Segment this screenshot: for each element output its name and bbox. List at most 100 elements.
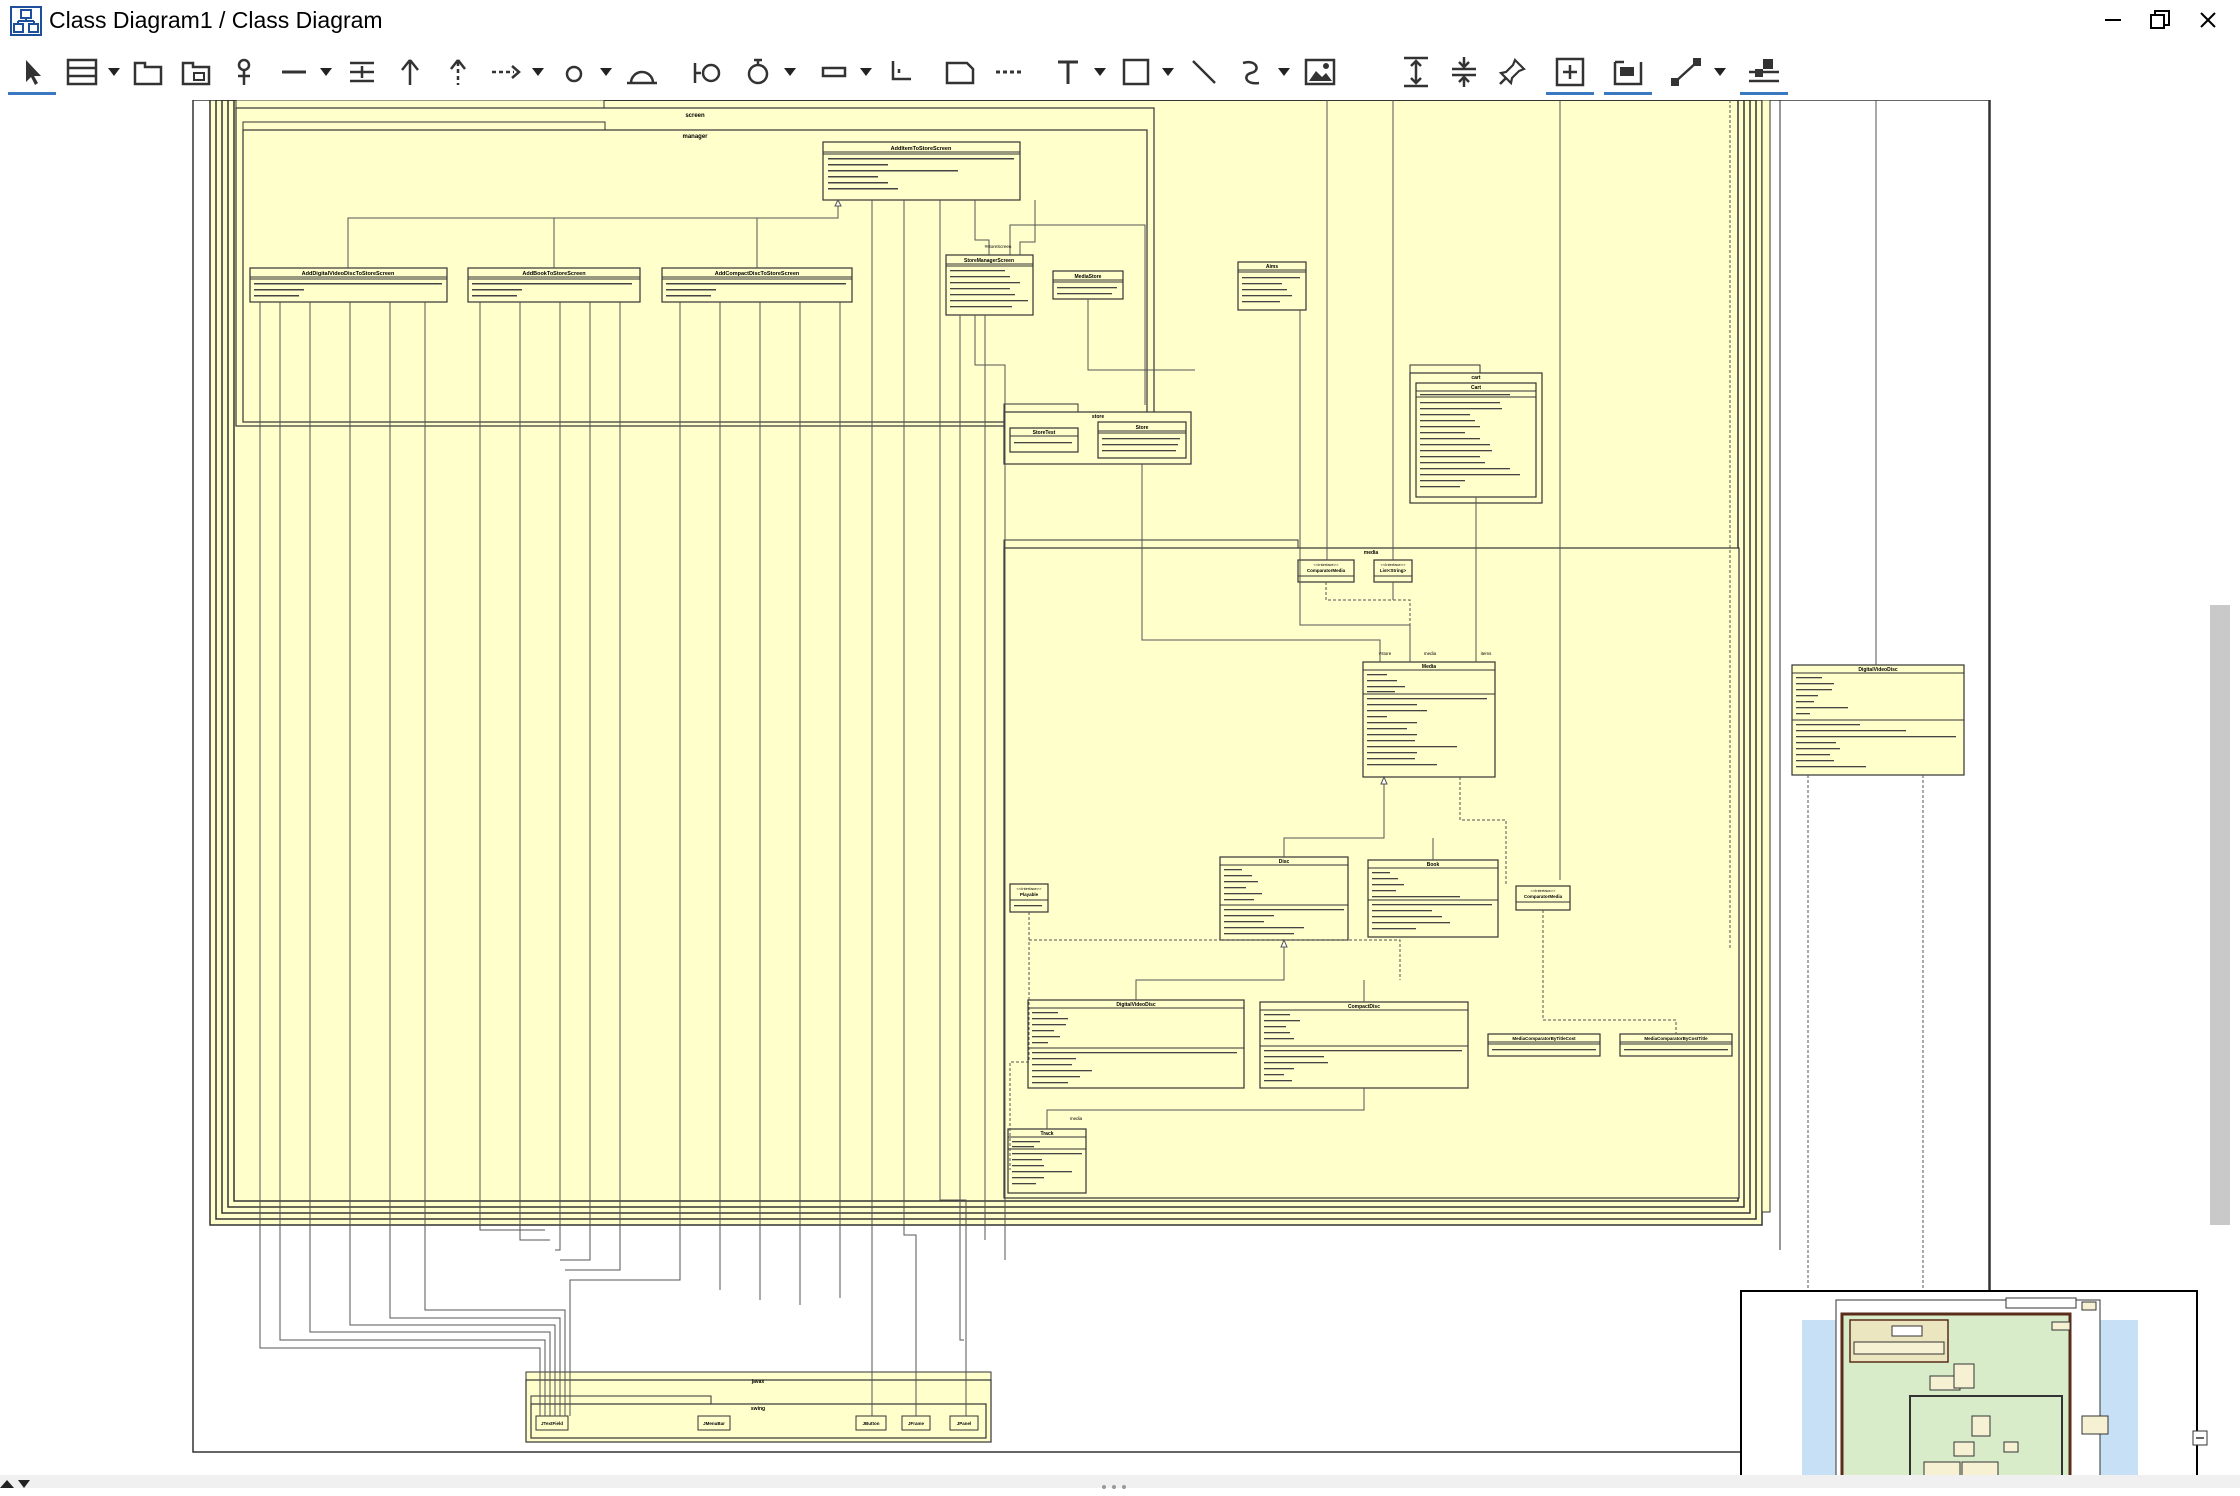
- lifeline-icon: [747, 58, 769, 85]
- class-add-cd-to-store-screen[interactable]: AddCompactDiscToStoreScreen: [661, 267, 853, 303]
- resize-grip[interactable]: [1100, 1478, 1130, 1496]
- class-store-manager-screen[interactable]: StoreManagerScreen #storeScreen: [945, 244, 1034, 316]
- class-tool-button[interactable]: [62, 50, 102, 94]
- lifeline-tool-button[interactable]: [740, 50, 776, 94]
- class-name: Playable: [1020, 892, 1039, 897]
- class-jbutton[interactable]: [855, 1415, 887, 1431]
- class-add-item-to-store-screen[interactable]: AddItemToStoreScreen: [822, 141, 1021, 201]
- subsystem-tool-button[interactable]: [176, 50, 216, 94]
- class-name: AddDigitalVideoDiscToStoreScreen: [302, 271, 395, 277]
- chevron-down-icon: [1278, 68, 1290, 76]
- required-interface-tool-button[interactable]: [622, 50, 662, 94]
- collapse-vertical-button[interactable]: [1446, 50, 1482, 94]
- class-add-dvd-to-store-screen[interactable]: AddDigitalVideoDiscToStoreScreen: [249, 267, 448, 303]
- text-tool-dropdown[interactable]: [1090, 50, 1110, 94]
- connector-style-dropdown[interactable]: [1710, 50, 1730, 94]
- interface-list-string[interactable]: <<Interface>> List<String>: [1373, 559, 1413, 583]
- provided-interface-tool-button[interactable]: [688, 50, 728, 94]
- package-screen-label: screen: [685, 113, 705, 119]
- class-store-test-box[interactable]: [1009, 427, 1079, 453]
- class-compact-disc[interactable]: CompactDisc: [1259, 1001, 1469, 1089]
- diagram-canvas[interactable]: screen manager AddItemToStoreScreen AddD…: [0, 100, 2240, 1475]
- interface-playable[interactable]: <<Interface>> Playable: [1009, 883, 1049, 913]
- class-name: DigitalVideoDisc: [1858, 667, 1898, 673]
- class-jmenubar[interactable]: [697, 1415, 731, 1431]
- connector-style-button[interactable]: [1666, 50, 1706, 94]
- separator-line-tool-button[interactable]: [990, 50, 1030, 94]
- close-button[interactable]: [2188, 4, 2228, 36]
- lifeline-tool-dropdown[interactable]: [780, 50, 800, 94]
- package-store[interactable]: store StoreTest Store: [1003, 403, 1192, 465]
- line-tool-button[interactable]: [1186, 50, 1222, 94]
- class-media-comparator-by-title-cost[interactable]: MediaComparatorByTitleCost: [1487, 1033, 1601, 1057]
- class-diagram[interactable]: screen manager AddItemToStoreScreen AddD…: [0, 100, 2240, 1475]
- image-tool-button[interactable]: [1300, 50, 1340, 94]
- window-title: Class Diagram1 / Class Diagram: [49, 7, 383, 33]
- class-track[interactable]: Track media: [1007, 1116, 1087, 1194]
- vertical-scrollbar[interactable]: [2210, 605, 2230, 1225]
- class-media-comparator-by-cost-title[interactable]: MediaComparatorByCostTitle: [1619, 1033, 1733, 1057]
- role-label: #store: [1379, 651, 1392, 656]
- interface-comparator-media[interactable]: <<Interface>> ComparatorMedia: [1297, 559, 1355, 583]
- dependency-tool-dropdown[interactable]: [528, 50, 548, 94]
- generalization-icon: [401, 59, 419, 85]
- realization-tool-button[interactable]: [440, 50, 476, 94]
- dependency-tool-button[interactable]: [488, 50, 524, 94]
- package-cart[interactable]: cart Cart: [1409, 364, 1543, 504]
- restore-button[interactable]: [2140, 4, 2180, 36]
- class-media-store[interactable]: MediaStore: [1052, 270, 1124, 300]
- package-cart-label: cart: [1471, 375, 1481, 381]
- aggregation-icon: [350, 61, 374, 83]
- aggregation-tool-button[interactable]: [344, 50, 380, 94]
- class-jpanel[interactable]: [949, 1415, 979, 1431]
- chevron-down-icon: [600, 68, 612, 76]
- class-disc[interactable]: Disc: [1219, 856, 1349, 941]
- anchor-tool-button[interactable]: [884, 50, 920, 94]
- role-label: media: [1070, 1116, 1083, 1121]
- freehand-tool-dropdown[interactable]: [1274, 50, 1294, 94]
- pin-tool-button[interactable]: [226, 50, 262, 94]
- class-add-book-to-store-screen[interactable]: AddBookToStoreScreen: [467, 267, 641, 303]
- class-name: JFrame: [908, 1421, 925, 1426]
- interface-tool-button[interactable]: [556, 50, 592, 94]
- port-tool-button[interactable]: [816, 50, 852, 94]
- class-digital-video-disc[interactable]: DigitalVideoDisc: [1027, 999, 1245, 1089]
- collapse-panel-button[interactable]: [0, 1476, 44, 1494]
- class-store-box[interactable]: [1097, 421, 1187, 459]
- class-book[interactable]: Book: [1367, 859, 1499, 938]
- align-active-indicator: [1740, 92, 1788, 95]
- collapse-overview-button[interactable]: [2192, 1430, 2208, 1446]
- package-store-label: store: [1092, 414, 1104, 420]
- class-digital-video-disc-external[interactable]: DigitalVideoDisc: [1791, 664, 1965, 776]
- minimize-button[interactable]: [2093, 4, 2133, 36]
- text-tool-button[interactable]: [1050, 50, 1086, 94]
- rectangle-tool-dropdown[interactable]: [1158, 50, 1178, 94]
- note-tool-button[interactable]: [940, 50, 980, 94]
- generalization-tool-button[interactable]: [392, 50, 428, 94]
- rectangle-tool-button[interactable]: [1118, 50, 1154, 94]
- freehand-tool-button[interactable]: [1234, 50, 1270, 94]
- diagram-overview-minimap[interactable]: [1740, 1290, 2198, 1475]
- class-jtextfield[interactable]: [535, 1415, 569, 1431]
- class-media[interactable]: Media #store media items: [1362, 651, 1496, 778]
- pin-tack-button[interactable]: [1494, 50, 1530, 94]
- bottom-status-bar: [0, 1475, 2240, 1489]
- class-aims[interactable]: Aims: [1237, 261, 1307, 311]
- association-tool-button[interactable]: [276, 50, 312, 94]
- interface-tool-dropdown[interactable]: [596, 50, 616, 94]
- package-tool-button[interactable]: [128, 50, 168, 94]
- port-tool-dropdown[interactable]: [856, 50, 876, 94]
- association-tool-dropdown[interactable]: [316, 50, 336, 94]
- class-cart-box[interactable]: [1415, 382, 1537, 498]
- class-tool-dropdown[interactable]: [104, 50, 124, 94]
- expand-vertical-button[interactable]: [1398, 50, 1434, 94]
- select-tool-button[interactable]: [12, 50, 52, 94]
- interface-comparator-media-2[interactable]: <<Interface>> ComparatorMedia: [1515, 885, 1571, 911]
- diagram-toolbar: [0, 44, 2240, 100]
- align-button[interactable]: [1744, 50, 1784, 94]
- connector-style-icon: [1671, 58, 1701, 86]
- chevron-down-icon: [532, 68, 544, 76]
- layout-button[interactable]: [1608, 50, 1648, 94]
- package-javax[interactable]: javax swing JTextField JMenuBar JButton …: [525, 1371, 992, 1443]
- zoom-fit-button[interactable]: [1550, 50, 1590, 94]
